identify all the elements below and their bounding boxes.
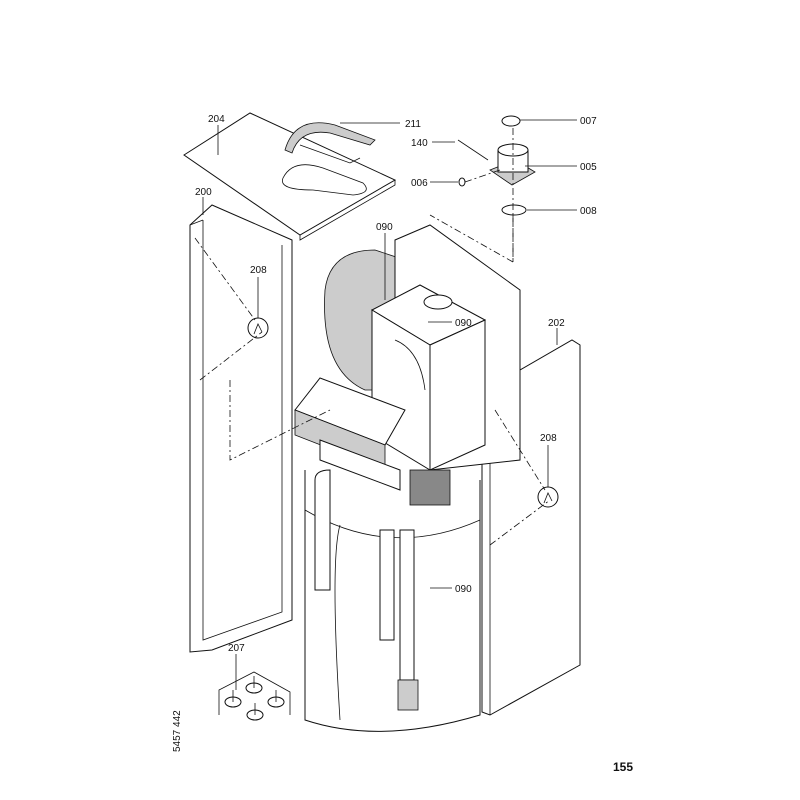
label-008: 008 [580, 206, 597, 217]
label-208-right: 208 [540, 433, 557, 444]
control-box [294, 377, 451, 506]
label-204: 204 [208, 114, 225, 125]
clip-208 [247, 317, 559, 508]
top-cover-204 [183, 112, 397, 241]
leader-lines [202, 119, 577, 690]
feet-207 [218, 671, 291, 721]
label-006: 006 [411, 178, 428, 189]
label-007: 007 [580, 116, 597, 127]
label-005: 005 [580, 162, 597, 173]
assembly-lines [194, 128, 551, 546]
flue-adapter-005 [457, 115, 536, 216]
label-090-bottom: 090 [455, 584, 472, 595]
label-202: 202 [548, 318, 565, 329]
label-200: 200 [195, 187, 212, 198]
label-090-mid: 090 [455, 318, 472, 329]
boiler-housing [370, 224, 521, 471]
label-211: 211 [405, 119, 421, 130]
drawing-number: 5457 442 [172, 710, 183, 752]
label-140: 140 [411, 138, 428, 149]
label-208-left: 208 [250, 265, 267, 276]
side-panel-200 [189, 204, 293, 653]
page-number: 155 [613, 760, 633, 774]
pipes [314, 469, 419, 711]
label-207: 207 [228, 643, 245, 654]
seal-211 [284, 122, 376, 164]
label-090-top: 090 [376, 222, 393, 233]
